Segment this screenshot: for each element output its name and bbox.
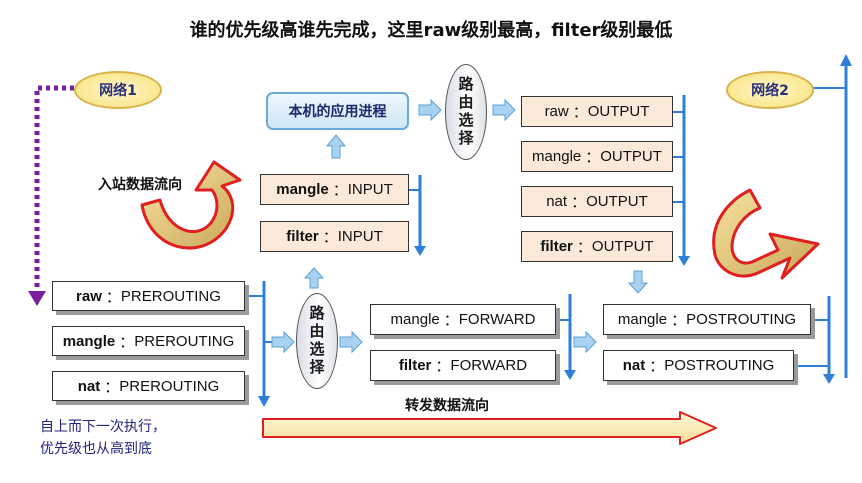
postrouting-flow-line <box>823 296 835 384</box>
network2-cloud: 网络2 <box>726 71 814 109</box>
separator: ： <box>576 239 592 256</box>
filter-input-box: filter：INPUT <box>260 221 409 252</box>
table-name: mangle <box>62 332 116 350</box>
separator: ： <box>571 194 587 211</box>
forward-big-arrow <box>262 411 717 445</box>
chain-name: FORWARD <box>458 311 536 328</box>
separator: ： <box>572 104 588 121</box>
chain-name: PREROUTING <box>119 377 220 395</box>
chain-name: OUTPUT <box>587 103 650 120</box>
network1-cloud: 网络1 <box>74 71 162 109</box>
prerouting-flow-line <box>258 281 270 407</box>
chain-name: OUTPUT <box>600 148 662 165</box>
mangle-postrouting-box: mangle：POSTROUTING <box>603 304 811 335</box>
table-name: mangle <box>617 311 668 328</box>
routing-decision-bottom: 路由选择 <box>296 293 338 389</box>
chain-name: POSTROUTING <box>686 311 797 328</box>
filter-forward-box: filter：FORWARD <box>370 350 556 381</box>
table-name: filter <box>540 238 573 255</box>
input-flow-line <box>414 175 426 256</box>
separator: ： <box>435 358 451 375</box>
inbound-flow-label: 入站数据流向 <box>98 177 182 193</box>
routing-label-top: 路由选择 <box>456 76 475 148</box>
chain-name: OUTPUT <box>586 193 648 210</box>
chain-name: OUTPUT <box>591 238 654 255</box>
small-arrows <box>271 98 649 354</box>
mangle-output-box: mangle：OUTPUT <box>521 141 673 172</box>
outbound-curl-arrow <box>712 188 820 280</box>
chain-name: POSTROUTING <box>664 357 775 374</box>
routing-decision-top: 路由选择 <box>445 64 487 160</box>
separator: ： <box>119 333 135 351</box>
connector-ticks <box>245 111 829 367</box>
separator: ： <box>585 149 601 166</box>
network1-label: 网络1 <box>99 83 137 99</box>
raw-prerouting-box: raw：PREROUTING <box>52 281 245 311</box>
local-app-label: 本机的应用进程 <box>288 104 387 120</box>
chain-name: FORWARD <box>450 357 528 374</box>
forward-flow-label: 转发数据流向 <box>405 398 489 414</box>
table-name: filter <box>286 228 319 245</box>
separator: ： <box>105 288 121 306</box>
table-name: nat <box>622 357 646 374</box>
priority-note: 自上而下一次执行， 优先级也从高到底 <box>40 416 166 460</box>
separator: ： <box>104 378 120 396</box>
priority-note-line1: 自上而下一次执行， <box>40 419 166 435</box>
raw-output-box: raw：OUTPUT <box>521 96 673 127</box>
mangle-prerouting-box: mangle：PREROUTING <box>52 326 245 356</box>
chain-name: INPUT <box>337 228 383 245</box>
forward-flow-line <box>564 294 576 380</box>
table-name: raw <box>544 103 569 120</box>
inbound-curl-arrow <box>140 160 242 250</box>
separator: ： <box>671 312 687 329</box>
table-name: mangle <box>532 148 582 165</box>
inbound-dotted-path <box>28 85 74 306</box>
diagram-title: 谁的优先级高谁先完成，这里raw级别最高，filter级别最低 <box>189 20 673 41</box>
table-name: filter <box>398 357 432 374</box>
chain-name: PREROUTING <box>120 287 221 305</box>
mangle-input-box: mangle：INPUT <box>260 174 409 205</box>
chain-name: PREROUTING <box>134 332 235 350</box>
nat-prerouting-box: nat：PREROUTING <box>52 371 245 401</box>
priority-note-line2: 优先级也从高到底 <box>40 441 152 457</box>
separator: ： <box>649 358 665 375</box>
local-app-process: 本机的应用进程 <box>266 92 409 130</box>
separator: ： <box>332 182 348 199</box>
mangle-forward-box: mangle：FORWARD <box>370 304 556 335</box>
filter-output-box: filter：OUTPUT <box>521 231 673 262</box>
separator: ： <box>322 229 338 246</box>
table-name: mangle <box>390 311 440 328</box>
routing-label-bottom: 路由选择 <box>307 305 326 377</box>
table-name: raw <box>76 287 102 305</box>
output-flow-line <box>678 95 690 266</box>
table-name: nat <box>77 377 101 395</box>
nat-output-box: nat：OUTPUT <box>521 186 673 217</box>
separator: ： <box>443 312 459 329</box>
table-name: mangle <box>276 181 329 198</box>
table-name: nat <box>546 193 568 210</box>
nat-postrouting-box: nat：POSTROUTING <box>603 350 794 381</box>
network2-label: 网络2 <box>751 83 789 99</box>
chain-name: INPUT <box>347 181 393 198</box>
